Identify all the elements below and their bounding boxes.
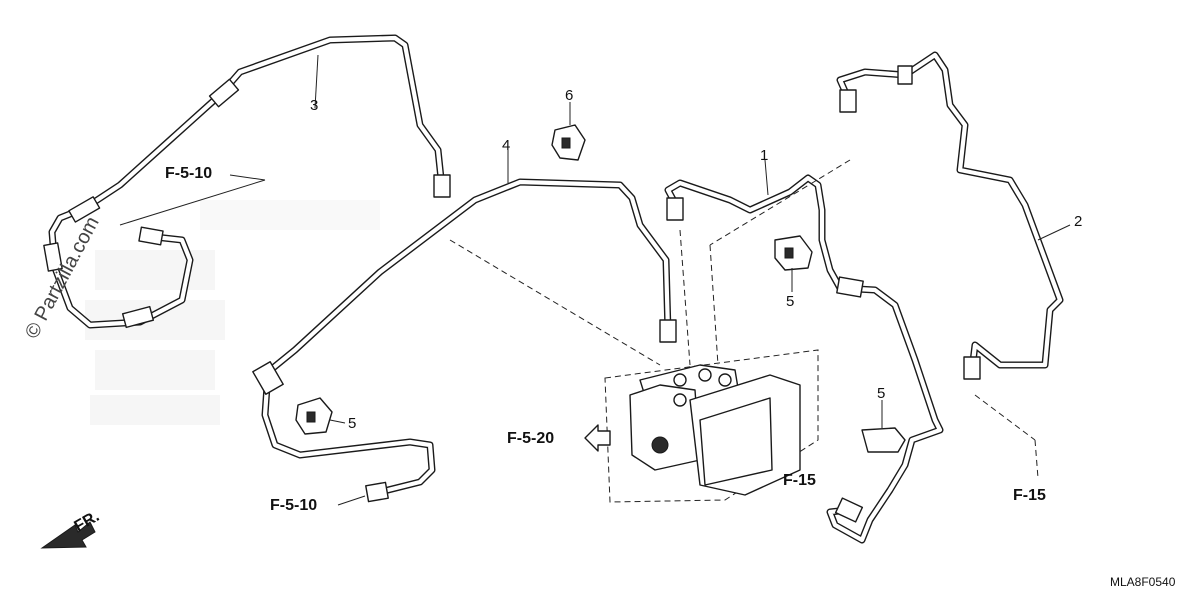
ref-f15-center: F-15 xyxy=(783,472,816,489)
ref-f510-bottom: F-5-10 xyxy=(270,497,317,514)
callout-3: 3 xyxy=(310,97,318,114)
callout-4: 4 xyxy=(502,137,510,154)
callout-5-center: 5 xyxy=(786,293,794,310)
callout-5-left: 5 xyxy=(348,415,356,432)
brake-pipe-1 xyxy=(664,174,944,544)
ref-f15-right: F-15 xyxy=(1013,487,1046,504)
clamp-5-left xyxy=(295,397,333,435)
brake-pipe-4 xyxy=(252,178,677,503)
callout-6: 6 xyxy=(565,87,573,104)
callout-1: 1 xyxy=(760,147,768,164)
abs-modulator-unit xyxy=(604,349,819,503)
clamp-5-right xyxy=(861,427,906,453)
ref-arrow-f520 xyxy=(584,424,611,452)
front-direction-arrow: FR. xyxy=(40,508,102,549)
ref-f510-top: F-5-10 xyxy=(165,165,212,182)
leader-lines xyxy=(119,54,1071,506)
callout-2: 2 xyxy=(1074,213,1082,230)
ref-f520: F-5-20 xyxy=(507,430,554,447)
watermark-texture xyxy=(85,200,380,425)
clamp-6 xyxy=(551,124,586,161)
callout-5-right: 5 xyxy=(877,385,885,402)
brake-pipe-2 xyxy=(836,51,1064,380)
brake-pipe-3 xyxy=(43,34,451,329)
clamp-5-center xyxy=(774,235,813,271)
diagram-code: MLA8F0540 xyxy=(1110,575,1176,589)
